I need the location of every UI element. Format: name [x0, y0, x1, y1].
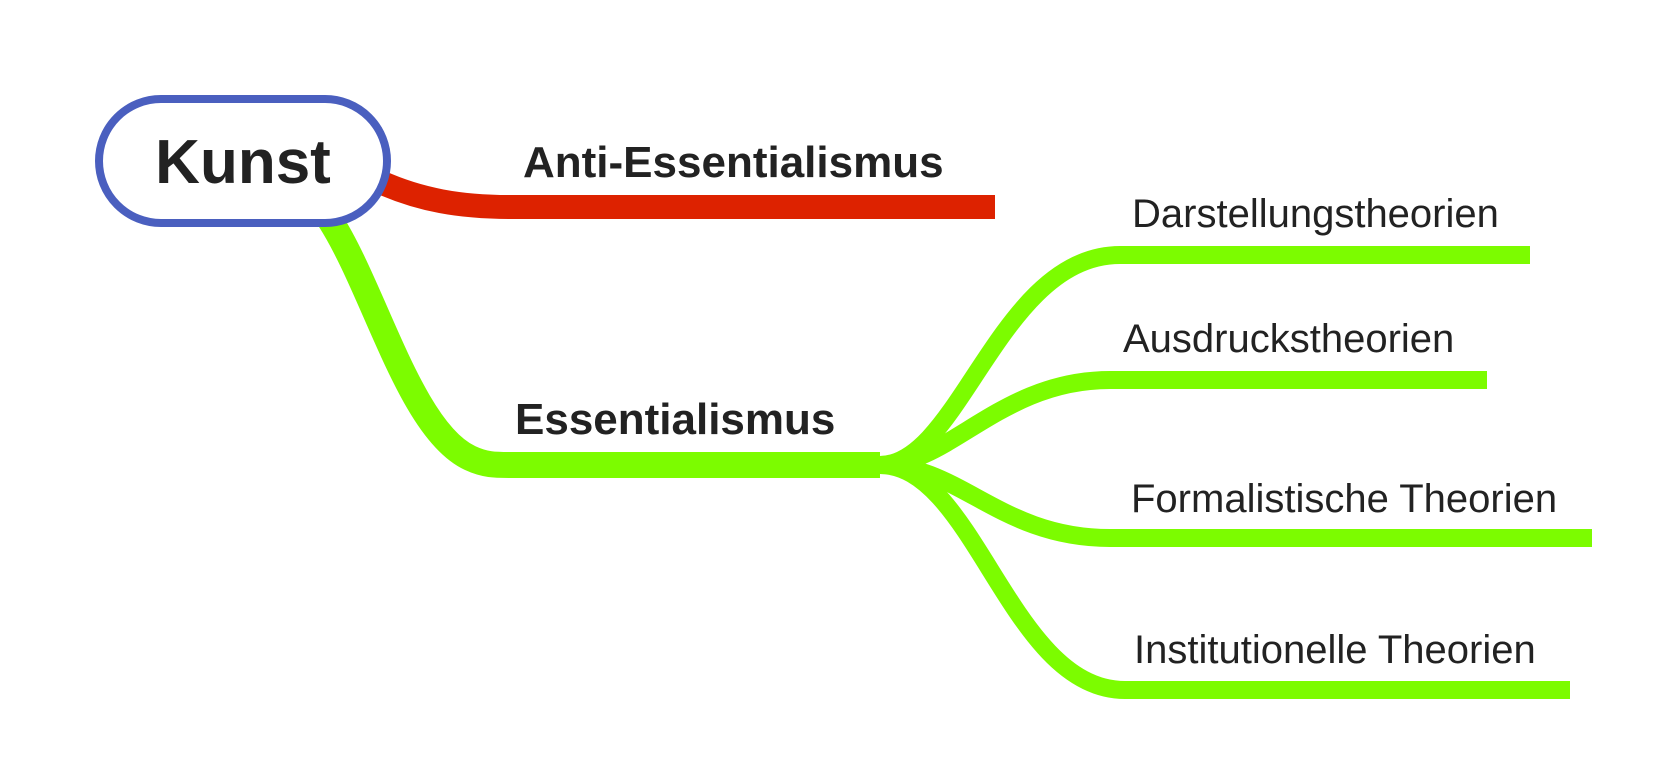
- connector-anti-essentialismus: [375, 171, 995, 219]
- leaf-label-darstellungstheorien[interactable]: Darstellungstheorien: [1132, 192, 1499, 236]
- connector-essentialismus: [319, 212, 880, 478]
- root-node-label: Kunst: [155, 128, 331, 197]
- leaf-label-institutionelle-theorien[interactable]: Institutionelle Theorien: [1134, 628, 1536, 672]
- root-node[interactable]: [95, 95, 391, 227]
- connector-institutionelle-theorien: [879, 456, 1570, 699]
- branch-label-anti-essentialismus[interactable]: Anti-Essentialismus: [523, 138, 944, 187]
- leaf-label-formalistische-theorien[interactable]: Formalistische Theorien: [1131, 477, 1557, 521]
- leaf-label-ausdruckstheorien[interactable]: Ausdruckstheorien: [1123, 317, 1454, 361]
- branch-label-essentialismus[interactable]: Essentialismus: [515, 395, 835, 444]
